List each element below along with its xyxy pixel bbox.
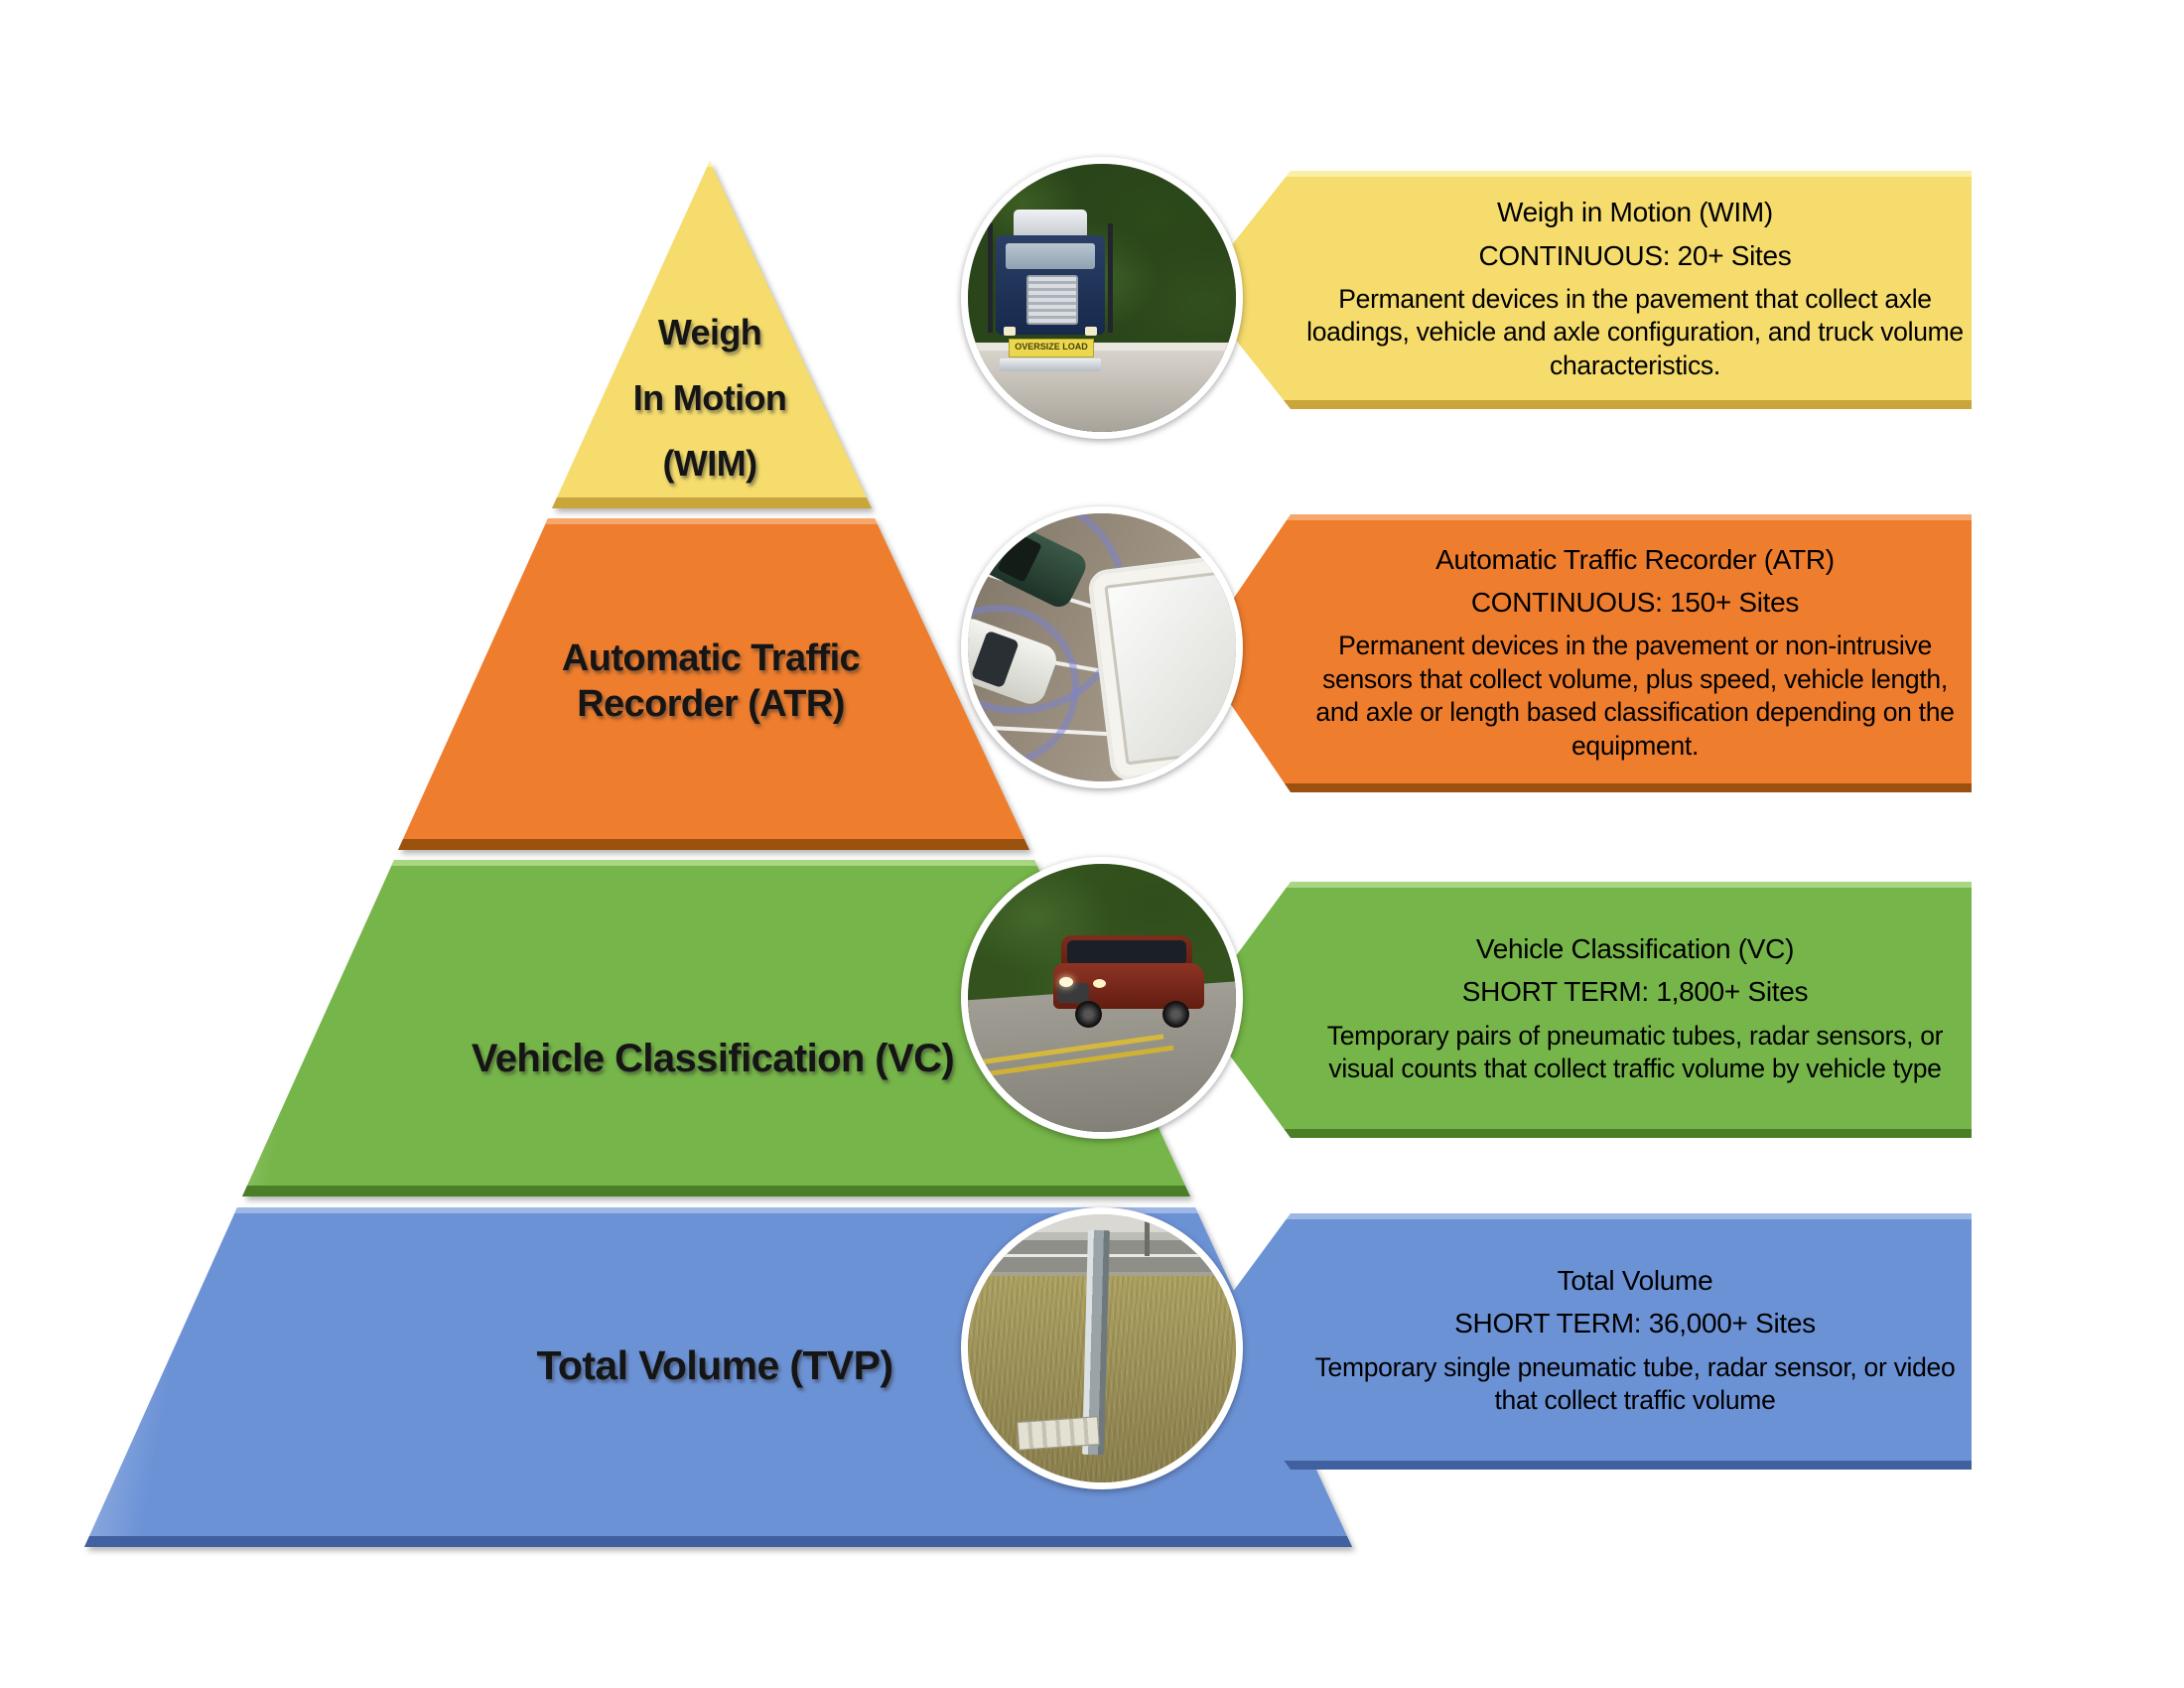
callout-text-wim: Weigh in Motion (WIM) CONTINUOUS: 20+ Si…: [1303, 175, 1967, 405]
truck-windshield: [1006, 243, 1095, 269]
suv-grille: [1057, 983, 1089, 1003]
pyramid-label-line: Vehicle Classification (VC): [471, 1037, 955, 1080]
suv-headlight: [1059, 977, 1073, 987]
callout-description: Permanent devices in the pavement or non…: [1315, 630, 1955, 761]
pyramid-section-atr: [392, 514, 1035, 854]
suv-headlight: [1093, 979, 1106, 988]
suv-image: [1053, 935, 1204, 1031]
truck-headlight: [1085, 327, 1097, 336]
radar-sensor-unit: [1086, 551, 1236, 781]
car-window: [997, 531, 1042, 583]
pyramid-section-wim: [546, 157, 879, 512]
callout-text-atr: Automatic Traffic Recorder (ATR) CONTINU…: [1303, 518, 1967, 788]
pyramid-label-line: Weigh: [657, 312, 762, 352]
pyramid-label-atr: Automatic Traffic Recorder (ATR): [561, 635, 861, 727]
callout-title: Automatic Traffic Recorder (ATR): [1435, 543, 1835, 575]
pyramid-label-wim: Weigh In Motion (WIM): [633, 300, 787, 496]
atr-radar-photo: [961, 506, 1243, 788]
callout-sites: CONTINUOUS: 150+ Sites: [1470, 586, 1800, 618]
suv-windows: [1067, 940, 1186, 965]
callout-title: Vehicle Classification (VC): [1475, 933, 1795, 965]
pyramid-label-line: Automatic Traffic: [561, 637, 861, 679]
road-shoulder: [968, 343, 1236, 352]
pyramid-label-line: Total Volume (TVP): [536, 1342, 894, 1388]
callout-description: Permanent devices in the pavement that c…: [1306, 283, 1964, 380]
callout-wim: Weigh in Motion (WIM) CONTINUOUS: 20+ Si…: [1196, 171, 1972, 409]
truck-exhaust-stack: [1108, 223, 1113, 333]
wim-truck-photo: OVERSIZE LOAD: [961, 157, 1243, 439]
suv-wheel: [1075, 1001, 1102, 1028]
distant-pole: [1145, 1214, 1150, 1256]
callout-sites: SHORT TERM: 36,000+ Sites: [1454, 1308, 1816, 1339]
pyramid-label-vc: Vehicle Classification (VC): [471, 1035, 955, 1082]
truck-exhaust-stack: [988, 223, 993, 333]
truck-bumper: [1000, 358, 1101, 371]
suv-wheel: [1162, 1001, 1189, 1028]
callout-atr: Automatic Traffic Recorder (ATR) CONTINU…: [1196, 514, 1972, 792]
callout-title: Weigh in Motion (WIM): [1497, 197, 1773, 228]
pyramid-label-line: (WIM): [662, 443, 758, 484]
oversize-load-banner: OVERSIZE LOAD: [1009, 339, 1094, 357]
truck-roof-deflector: [1014, 210, 1087, 239]
callout-title: Total Volume: [1557, 1265, 1713, 1297]
callout-text-tvp: Total Volume SHORT TERM: 36,000+ Sites T…: [1303, 1217, 1967, 1466]
callout-description: Temporary pairs of pneumatic tubes, rada…: [1326, 1020, 1944, 1084]
vc-suv-photo: [961, 857, 1243, 1139]
counter-base-box: [1017, 1416, 1100, 1451]
pyramid-label-tvp: Total Volume (TVP): [536, 1341, 894, 1389]
truck-image: OVERSIZE LOAD: [988, 210, 1113, 384]
callout-description: Temporary single pneumatic tube, radar s…: [1314, 1351, 1956, 1416]
callout-tvp: Total Volume SHORT TERM: 36,000+ Sites T…: [1196, 1213, 1972, 1470]
car-window: [970, 630, 1020, 689]
truck-grille: [1026, 275, 1078, 325]
callout-text-vc: Vehicle Classification (VC) SHORT TERM: …: [1303, 886, 1967, 1134]
tvp-counter-photo: [961, 1207, 1243, 1489]
pyramid-label-line: In Motion: [632, 377, 787, 418]
pyramid-label-line: Recorder (ATR): [577, 683, 845, 725]
callout-sites: SHORT TERM: 1,800+ Sites: [1461, 976, 1809, 1008]
callout-vc: Vehicle Classification (VC) SHORT TERM: …: [1196, 882, 1972, 1138]
callout-sites: CONTINUOUS: 20+ Sites: [1478, 239, 1792, 271]
truck-headlight: [1004, 327, 1016, 336]
